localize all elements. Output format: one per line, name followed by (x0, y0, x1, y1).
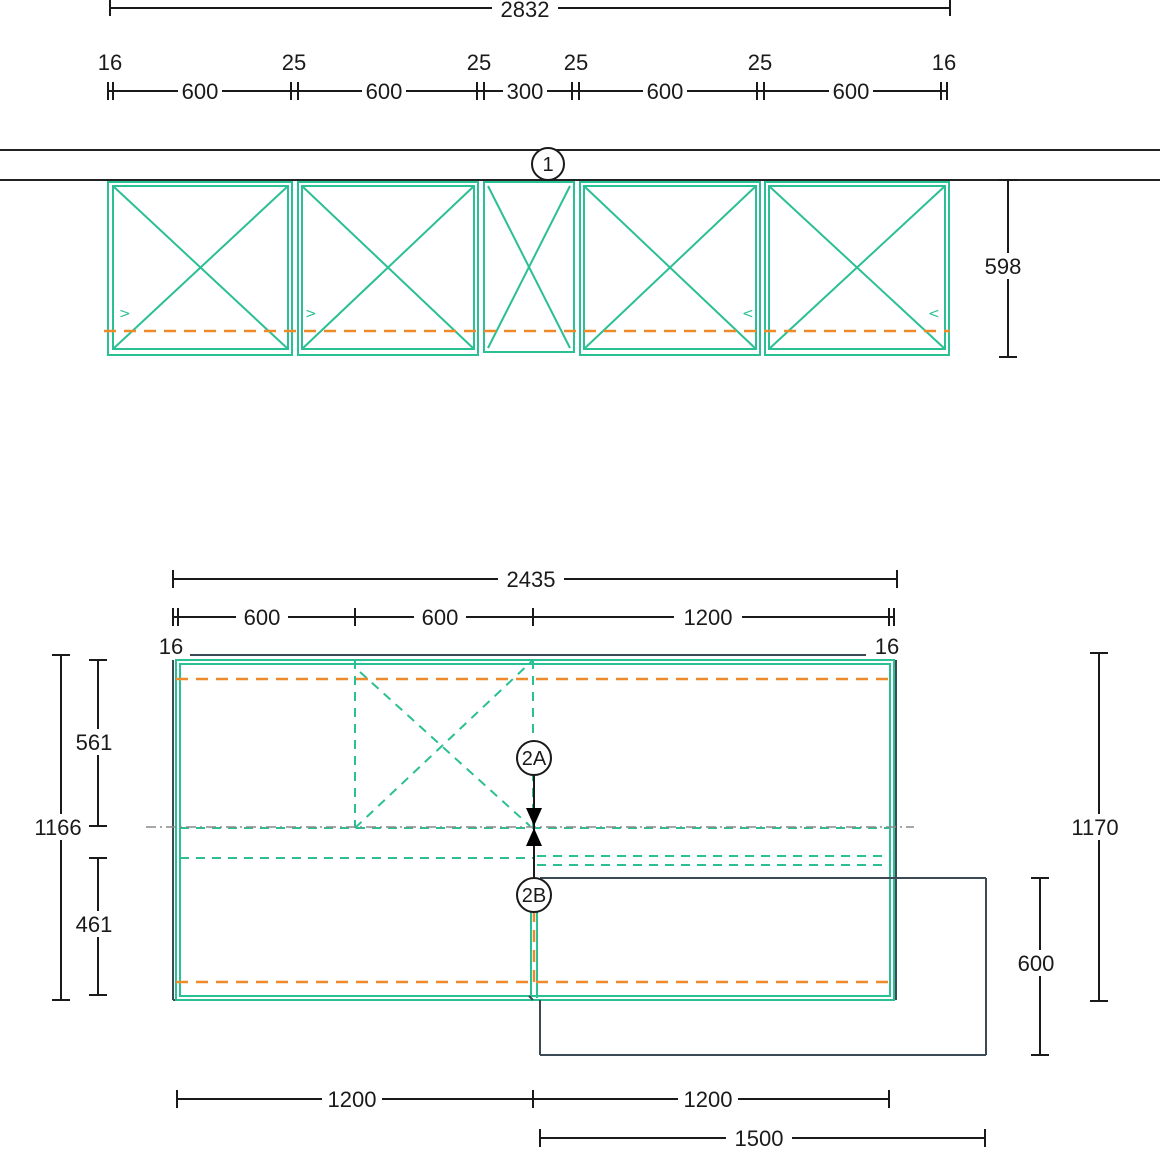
segment-label: 1200 (684, 605, 733, 630)
island-outline (172, 654, 897, 1001)
arrow-up-icon (526, 828, 542, 846)
wall-elevation: 2832 16 25 25 25 25 16 600 600 300 (0, 0, 1160, 358)
segment-label: 600 (244, 605, 281, 630)
gap-labels: 16 25 25 25 25 16 (98, 50, 956, 75)
marker-2a-label: 2A (522, 748, 547, 770)
hinge-mark: > (305, 306, 317, 322)
unit-width-label: 600 (366, 79, 403, 104)
left-upper-label: 561 (76, 730, 113, 755)
unit-width-label: 600 (833, 79, 870, 104)
segment-label: 600 (422, 605, 459, 630)
island-width-dimension: 2435 (172, 566, 898, 592)
wall-height-dimension: 598 (980, 179, 1026, 358)
extension-width-label: 1500 (735, 1126, 784, 1151)
wall-cabinet-4: < (579, 181, 761, 356)
gap-label: 25 (564, 50, 588, 75)
bottom-segment-label: 1200 (684, 1087, 733, 1112)
unit-width-label: 300 (507, 79, 544, 104)
gap-label: 25 (282, 50, 306, 75)
left-total-label: 1166 (34, 815, 81, 840)
wall-cabinet-5: < (764, 181, 950, 356)
wall-cabinet-3 (483, 181, 575, 353)
end-gap-label: 16 (159, 634, 183, 659)
wall-marker-1: 1 (531, 147, 565, 181)
unit-width-label: 600 (182, 79, 219, 104)
wall-height-label: 598 (985, 254, 1022, 279)
marker-2b-label: 2B (522, 885, 546, 907)
hinge-mark: > (119, 306, 131, 322)
wall-cabinets: > > < (104, 181, 950, 356)
unit-width-label: 600 (647, 79, 684, 104)
wall-cabinet-1: > (107, 181, 293, 356)
island-markers: 2A 2B (516, 740, 552, 913)
hinge-mark: < (742, 306, 754, 322)
wall-marker-label: 1 (542, 154, 553, 176)
island-extension (539, 877, 987, 1056)
unit-widths-dimension: 600 600 300 600 600 (107, 79, 948, 104)
right-total-label: 1170 (1071, 815, 1118, 840)
hinge-mark: < (928, 306, 940, 322)
overall-width-label: 2832 (501, 0, 550, 22)
overall-width-dimension: 2832 (109, 0, 951, 22)
island-top-segments: 600 600 1200 (172, 604, 895, 630)
left-depth-dimensions: 1166 561 461 (30, 654, 117, 1001)
arrow-down-icon (526, 808, 542, 826)
left-lower-label: 461 (76, 912, 113, 937)
gap-label: 16 (98, 50, 122, 75)
right-depth-dimensions: 1170 600 (1013, 652, 1124, 1056)
island-width-label: 2435 (507, 567, 556, 592)
gap-label: 25 (467, 50, 491, 75)
extension-depth-label: 600 (1018, 951, 1055, 976)
wall-cabinet-2: > (297, 181, 479, 356)
gap-label: 16 (932, 50, 956, 75)
gap-label: 25 (748, 50, 772, 75)
bottom-segment-label: 1200 (328, 1087, 377, 1112)
end-gap-label: 16 (875, 634, 899, 659)
island-plan: 2435 600 600 1200 16 16 (30, 566, 1124, 1151)
bottom-width-dimensions: 1200 1200 1500 (176, 1086, 986, 1151)
wall-lines (0, 149, 1160, 181)
